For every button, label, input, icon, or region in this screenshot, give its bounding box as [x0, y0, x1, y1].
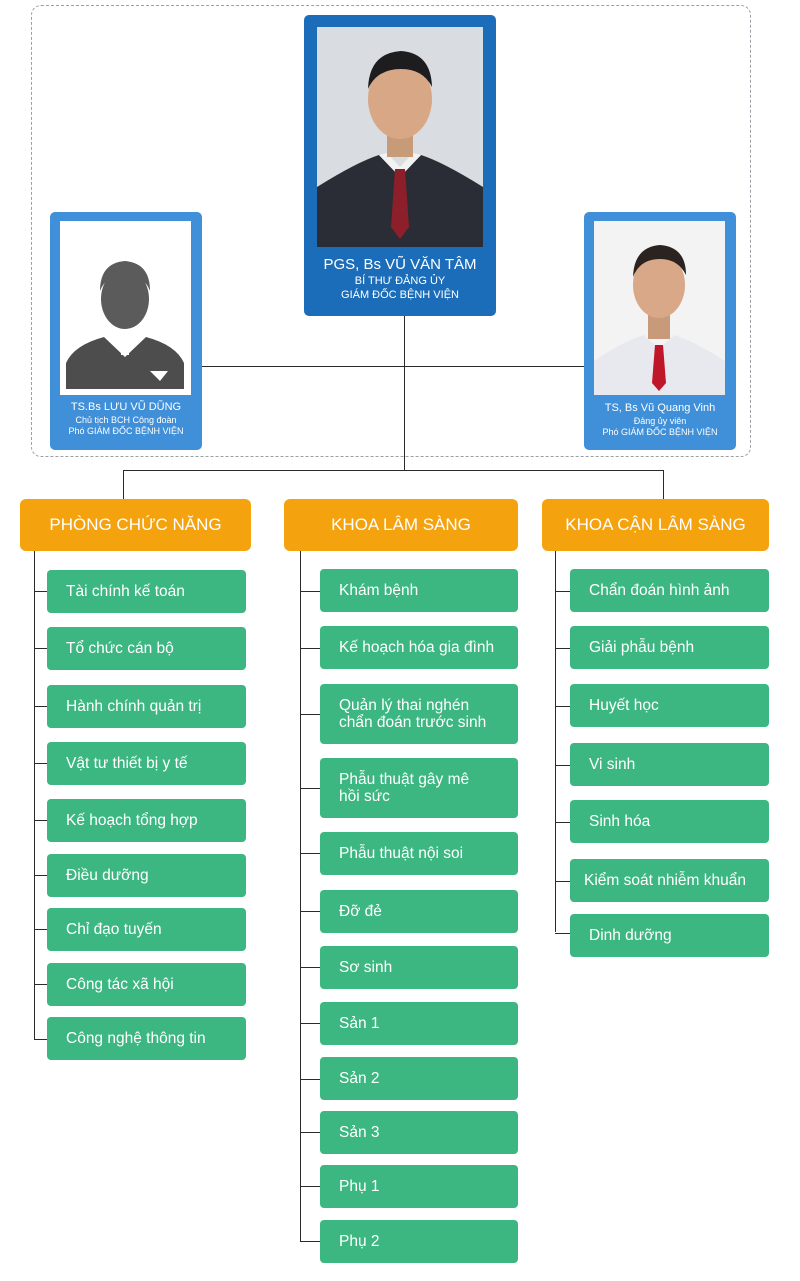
- list-item-vat-tu-thiet-bi[interactable]: Vật tư thiết bị y tế: [47, 742, 246, 785]
- branch: [34, 763, 48, 764]
- list-item-dinh-duong[interactable]: Dinh dưỡng: [570, 914, 769, 957]
- deputy-right-role-2: Phó GIÁM ĐỐC BỆNH VIỆN: [602, 427, 718, 437]
- branch: [34, 591, 48, 592]
- branch: [300, 1079, 321, 1080]
- branch: [555, 933, 571, 934]
- connector-dept1-down: [123, 470, 124, 500]
- list-item-phu-2[interactable]: Phụ 2: [320, 1220, 518, 1263]
- branch: [300, 1241, 321, 1242]
- leader-card-director: PGS, Bs VŨ VĂN TÂM BÍ THƯ ĐẢNG ỦY GIÁM Đ…: [304, 15, 496, 316]
- deputy-right-role-1: Đảng ủy viên: [633, 415, 687, 426]
- branch: [34, 820, 48, 821]
- department-header-functional: PHÒNG CHỨC NĂNG: [20, 499, 251, 551]
- branch: [300, 967, 321, 968]
- list-item-vi-sinh[interactable]: Vi sinh: [570, 743, 769, 786]
- branch: [34, 929, 48, 930]
- branch: [555, 648, 571, 649]
- branch: [555, 591, 571, 592]
- branch: [34, 706, 48, 707]
- branch: [34, 984, 48, 985]
- branch: [300, 853, 321, 854]
- list-item-hanh-chinh-quan-tri[interactable]: Hành chính quản trị: [47, 685, 246, 728]
- list-item-giai-phau-benh[interactable]: Giải phẫu bệnh: [570, 626, 769, 669]
- portrait-icon: [317, 27, 483, 247]
- list-item-sinh-hoa[interactable]: Sinh hóa: [570, 800, 769, 843]
- leader-card-deputy-right: TS, Bs Vũ Quang Vinh Đảng ủy viên Phó GI…: [584, 212, 736, 450]
- tree-line-col1: [34, 551, 35, 1040]
- list-item-cong-nghe-thong-tin[interactable]: Công nghệ thông tin: [47, 1017, 246, 1060]
- avatar-placeholder: [60, 221, 191, 395]
- list-item-cong-tac-xa-hoi[interactable]: Công tác xã hội: [47, 963, 246, 1006]
- list-item-so-sinh[interactable]: Sơ sinh: [320, 946, 518, 989]
- branch: [555, 881, 571, 882]
- branch: [300, 648, 321, 649]
- list-item-quan-ly-thai-nghen[interactable]: Quản lý thai nghén chẩn đoán trước sinh: [320, 684, 518, 744]
- list-item-san-2[interactable]: Sản 2: [320, 1057, 518, 1100]
- deputy-left-name: TS.Bs LƯU VŨ DŨNG: [70, 401, 182, 413]
- director-role-2: GIÁM ĐỐC BỆNH VIỆN: [341, 288, 459, 301]
- department-header-paraclinical: KHOA CẬN LÂM SÀNG: [542, 499, 769, 551]
- branch: [300, 911, 321, 912]
- list-item-phau-thuat-noi-soi[interactable]: Phẫu thuật nội soi: [320, 832, 518, 875]
- list-item-kiem-soat-nhiem-khuan[interactable]: Kiểm soát nhiễm khuẩn: [570, 859, 769, 902]
- branch: [300, 1023, 321, 1024]
- branch: [34, 648, 48, 649]
- deputy-right-name: TS, Bs Vũ Quang Vinh: [604, 402, 716, 414]
- list-item-chi-dao-tuyen[interactable]: Chỉ đạo tuyến: [47, 908, 246, 951]
- leader-card-deputy-left: TS.Bs LƯU VŨ DŨNG Chủ tịch BCH Công đoàn…: [50, 212, 202, 450]
- director-role-1: BÍ THƯ ĐẢNG ỦY: [354, 274, 446, 287]
- list-item-chan-doan-hinh-anh[interactable]: Chẩn đoán hình ảnh: [570, 569, 769, 612]
- connector-dept3-down: [663, 470, 664, 500]
- connector-center-down: [404, 316, 405, 470]
- person-silhouette-icon: [60, 221, 191, 395]
- list-item-phau-thuat-gay-me[interactable]: Phẫu thuật gây mê hồi sức: [320, 758, 518, 818]
- list-item-san-3[interactable]: Sản 3: [320, 1111, 518, 1154]
- department-header-clinical: KHOA LÂM SÀNG: [284, 499, 518, 551]
- deputy-left-role-2: Phó GIÁM ĐỐC BỆNH VIỆN: [68, 426, 184, 436]
- list-item-ke-hoach-tong-hop[interactable]: Kế hoạch tổng hợp: [47, 799, 246, 842]
- branch: [300, 1186, 321, 1187]
- director-photo: [317, 27, 483, 247]
- list-item-phu-1[interactable]: Phụ 1: [320, 1165, 518, 1208]
- list-item-to-chuc-can-bo[interactable]: Tổ chức cán bộ: [47, 627, 246, 670]
- tree-line-col2: [300, 551, 301, 1242]
- list-item-do-de[interactable]: Đỡ đẻ: [320, 890, 518, 933]
- connector-leaders-horizontal: [201, 366, 585, 367]
- list-item-tai-chinh-ke-toan[interactable]: Tài chính kế toán: [47, 570, 246, 613]
- connector-departments-horizontal: [123, 470, 664, 471]
- deputy-left-role-1: Chủ tịch BCH Công đoàn: [75, 414, 177, 425]
- portrait-icon: [594, 221, 725, 395]
- branch: [300, 714, 321, 715]
- director-name: PGS, Bs VŨ VĂN TÂM: [323, 256, 477, 273]
- deputy-right-photo: [594, 221, 725, 395]
- list-item-dieu-duong[interactable]: Điều dưỡng: [47, 854, 246, 897]
- branch: [555, 706, 571, 707]
- branch: [34, 875, 48, 876]
- list-item-san-1[interactable]: Sản 1: [320, 1002, 518, 1045]
- branch: [555, 822, 571, 823]
- list-item-huyet-hoc[interactable]: Huyết học: [570, 684, 769, 727]
- branch: [300, 1132, 321, 1133]
- branch: [300, 591, 321, 592]
- branch: [555, 765, 571, 766]
- list-item-kham-benh[interactable]: Khám bệnh: [320, 569, 518, 612]
- branch: [34, 1039, 48, 1040]
- list-item-ke-hoach-hoa-gia-dinh[interactable]: Kế hoạch hóa gia đình: [320, 626, 518, 669]
- leadership-frame: [31, 5, 751, 457]
- branch: [300, 788, 321, 789]
- tree-line-col3: [555, 551, 556, 932]
